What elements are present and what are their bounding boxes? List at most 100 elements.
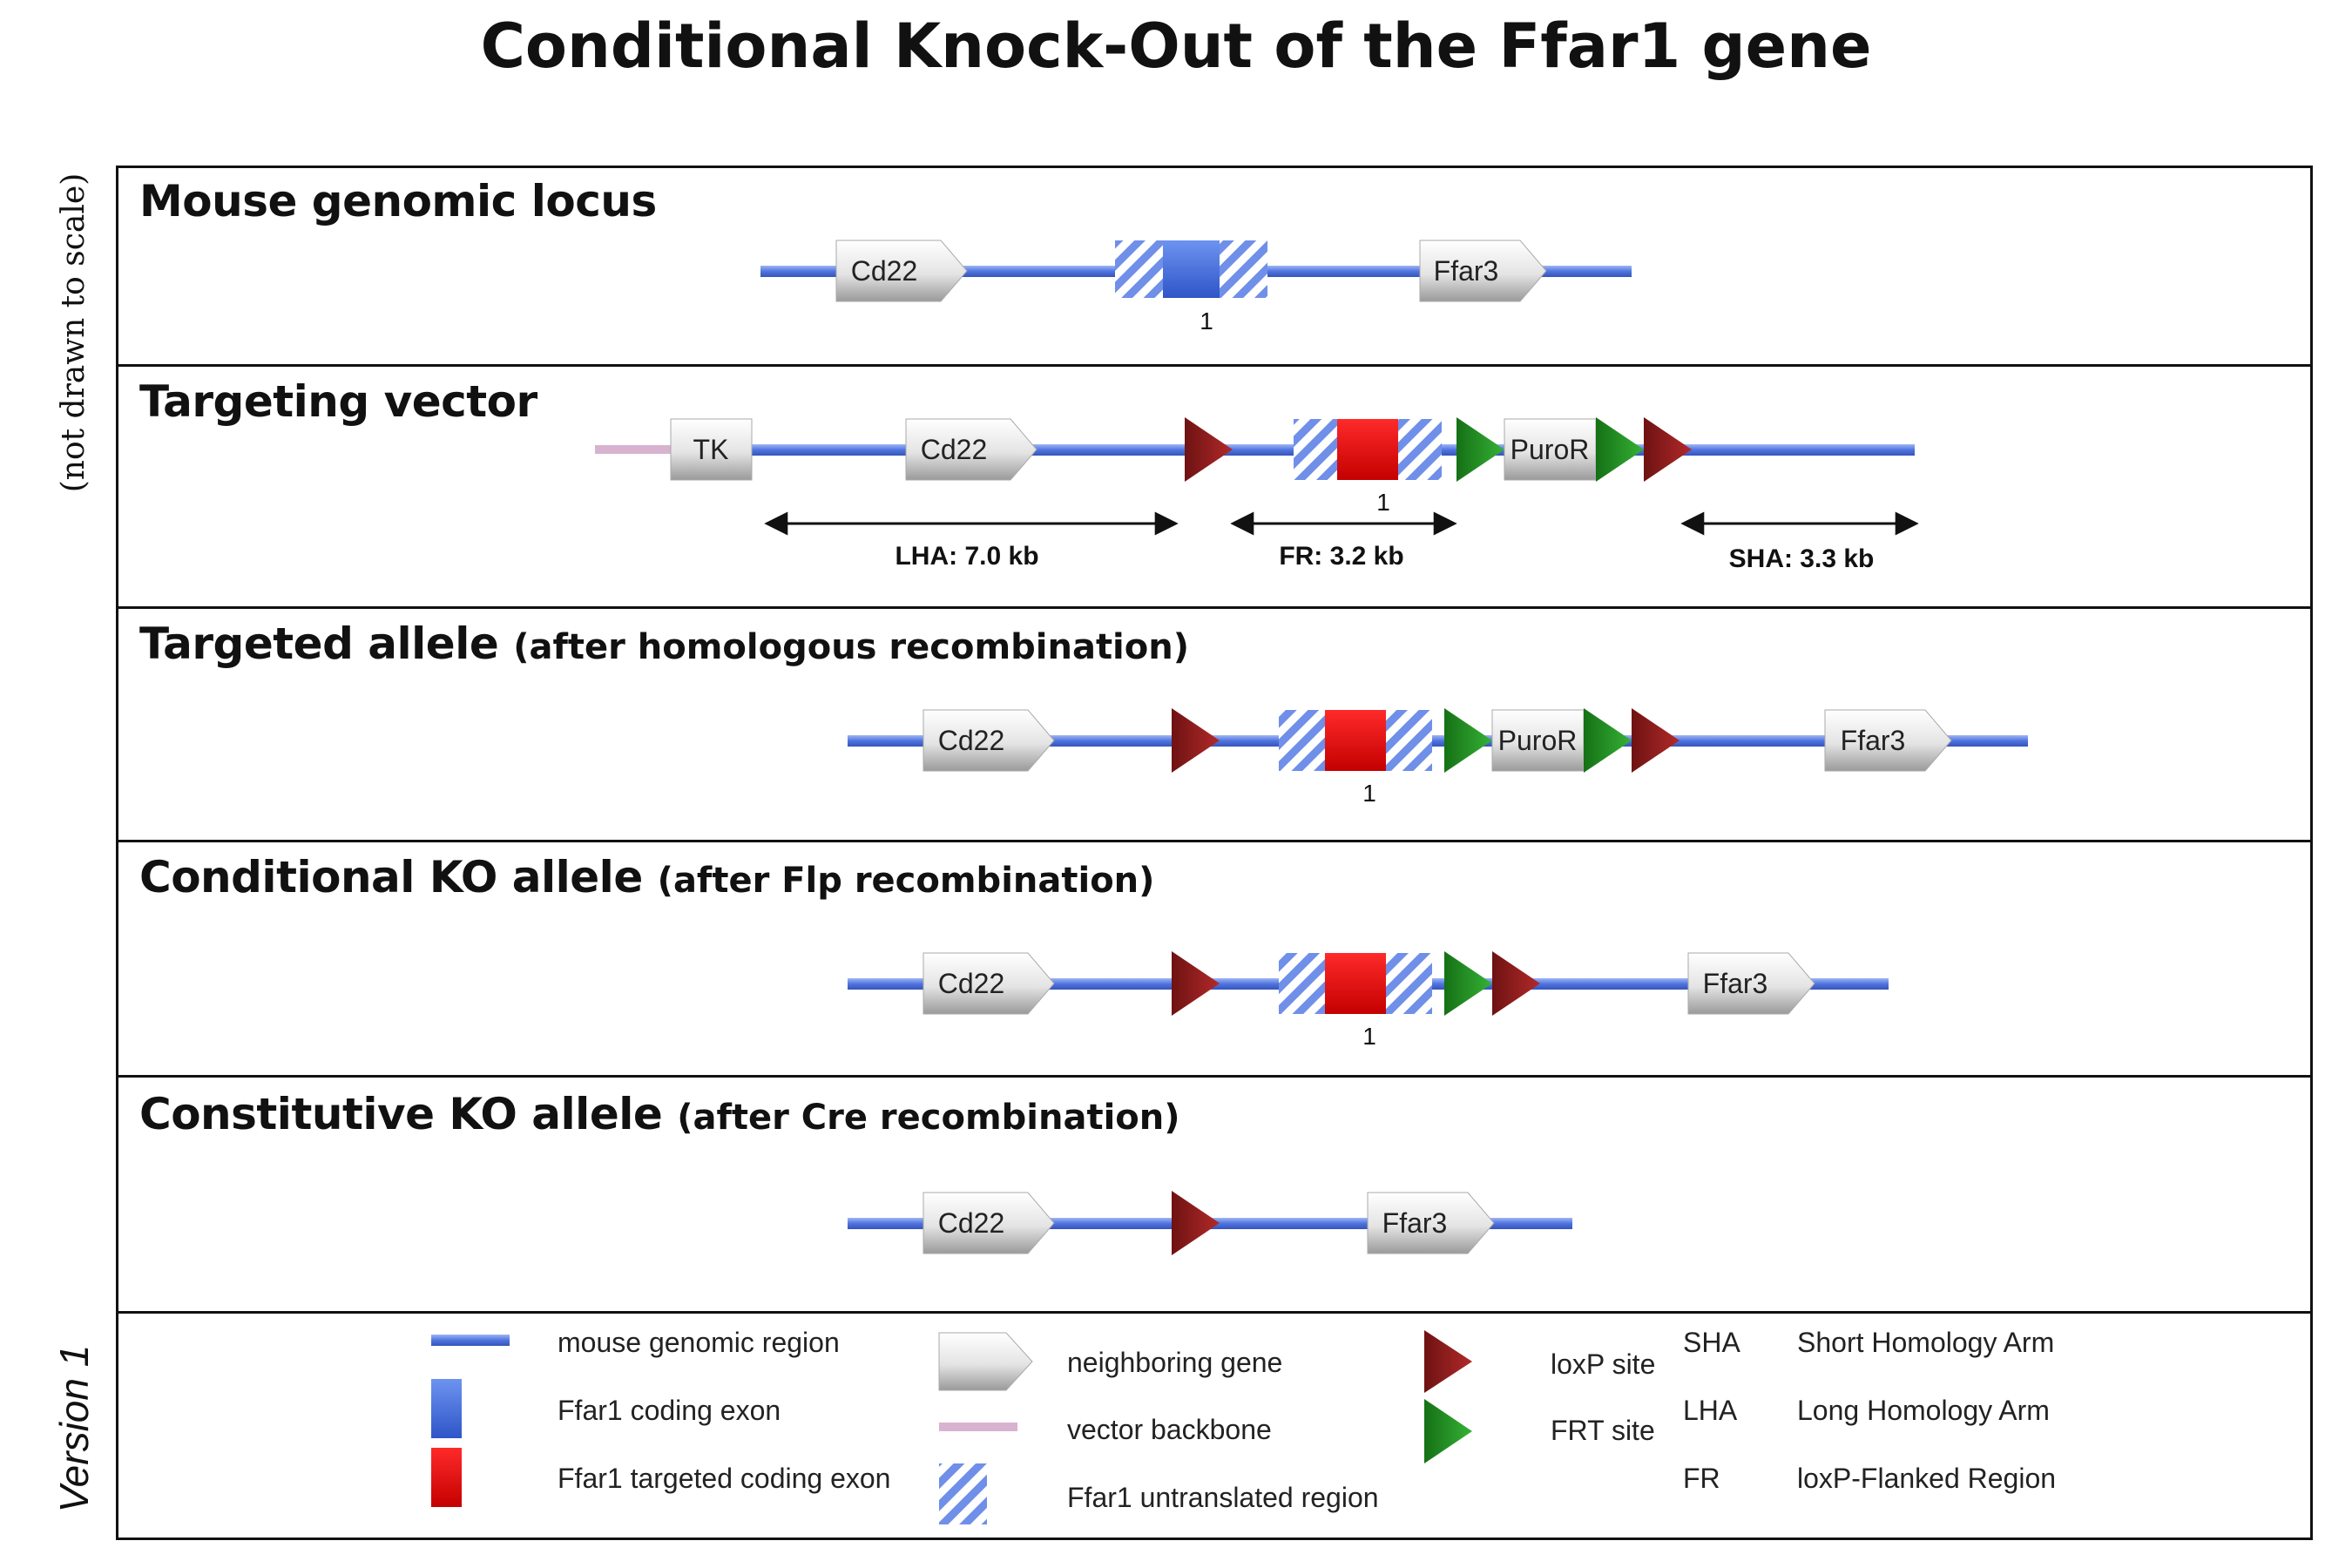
legend-abbr: FR xyxy=(1683,1463,1720,1494)
panel-divider xyxy=(116,1311,2313,1314)
genomic-line xyxy=(848,735,2028,747)
legend-frt-swatch xyxy=(1424,1399,1472,1463)
utr-region xyxy=(1398,419,1442,480)
panel-title-text: Conditional KO allele xyxy=(139,852,643,902)
legend-genomic-label: mouse genomic region xyxy=(558,1327,840,1358)
targeted-allele-construct: Cd22 1 PuroR Ffar3 xyxy=(848,708,2028,807)
loxp-site xyxy=(1492,951,1540,1016)
loxp-site xyxy=(1172,1191,1220,1255)
sha-label: SHA: 3.3 kb xyxy=(1729,544,1875,573)
gene-cd22: Cd22 xyxy=(923,709,1055,772)
utr-region xyxy=(1386,953,1432,1014)
frt-site xyxy=(1444,951,1492,1016)
exon-number: 1 xyxy=(1200,308,1213,335)
loxp-site xyxy=(1185,417,1233,482)
panel-divider xyxy=(116,606,2313,609)
gene-label: Ffar3 xyxy=(1434,255,1499,287)
gene-label: PuroR xyxy=(1511,434,1590,465)
panel-title-text: Constitutive KO allele xyxy=(139,1089,663,1139)
panel-divider xyxy=(116,364,2313,367)
utr-region xyxy=(1386,710,1432,771)
legend-utr-swatch xyxy=(939,1463,987,1524)
gene-label: Cd22 xyxy=(938,968,1005,999)
frt-site xyxy=(1456,417,1504,482)
gene-label: Cd22 xyxy=(921,434,988,465)
utr-region xyxy=(1220,240,1267,298)
loxp-site xyxy=(1632,708,1680,773)
gene-cd22: Cd22 xyxy=(923,1192,1055,1254)
legend-abbr: LHA xyxy=(1683,1395,1738,1426)
legend-loxp-label: loxP site xyxy=(1551,1348,1655,1380)
constitutive-ko-construct: Cd22 Ffar3 xyxy=(848,1191,1572,1255)
gene-label: Ffar3 xyxy=(1703,968,1768,999)
panel-title-targeting-vector: Targeting vector xyxy=(139,376,537,427)
panel-title-genomic-locus: Mouse genomic locus xyxy=(139,176,657,226)
legend-abbr: SHA xyxy=(1683,1327,1740,1358)
loxp-site xyxy=(1172,708,1220,773)
legend-utr-label: Ffar1 untranslated region xyxy=(1067,1482,1379,1513)
tk-cassette: TK xyxy=(670,418,753,481)
panel-title-text: Targeting vector xyxy=(139,376,537,427)
panel-title-text: Mouse genomic locus xyxy=(139,176,657,226)
gene-cd22: Cd22 xyxy=(923,952,1055,1015)
panel-subtitle: (after Cre recombination) xyxy=(677,1098,1180,1138)
panel-title-constitutive-ko: Constitutive KO allele (after Cre recomb… xyxy=(139,1089,1180,1139)
legend: mouse genomic region Ffar1 coding exon F… xyxy=(431,1327,2056,1524)
gene-ffar3: Ffar3 xyxy=(1687,952,1815,1015)
frt-site xyxy=(1596,417,1644,482)
gene-label: TK xyxy=(693,434,729,465)
coding-exon xyxy=(1163,240,1220,298)
targeted-exon xyxy=(1325,710,1386,771)
gene-label: Cd22 xyxy=(851,255,918,287)
panel-divider xyxy=(116,840,2313,842)
loxp-site xyxy=(1644,417,1692,482)
conditional-ko-construct: Cd22 1 Ffar3 xyxy=(848,951,1889,1050)
gene-label: Ffar3 xyxy=(1841,725,1906,756)
panel-subtitle: (after homologous recombination) xyxy=(513,627,1190,667)
legend-abbr-full: Short Homology Arm xyxy=(1797,1327,2054,1358)
vector-backbone xyxy=(595,445,673,454)
exon-number: 1 xyxy=(1362,780,1376,807)
ffar1-exon xyxy=(1294,419,1442,480)
utr-region xyxy=(1115,240,1163,298)
legend-abbr-full: loxP-Flanked Region xyxy=(1797,1463,2056,1494)
legend-frt-label: FRT site xyxy=(1551,1415,1655,1446)
fr-label: FR: 3.2 kb xyxy=(1279,542,1403,571)
lha-label: LHA: 7.0 kb xyxy=(895,542,1038,571)
panel-title-conditional-ko: Conditional KO allele (after Flp recombi… xyxy=(139,852,1154,902)
genomic-locus-construct: Cd22 1 Ffar3 xyxy=(760,240,1632,335)
puror-cassette: PuroR xyxy=(1504,418,1597,481)
legend-abbr-full: Long Homology Arm xyxy=(1797,1395,2050,1426)
gene-cd22: Cd22 xyxy=(905,418,1037,481)
diagram-frame xyxy=(116,166,2313,1540)
legend-backbone-label: vector backbone xyxy=(1067,1414,1272,1445)
gene-ffar3: Ffar3 xyxy=(1419,240,1547,302)
ffar1-exon xyxy=(1279,953,1432,1014)
utr-region xyxy=(1294,419,1337,480)
legend-loxp-swatch xyxy=(1424,1330,1472,1393)
gene-ffar3: Ffar3 xyxy=(1367,1192,1495,1254)
ffar1-exon xyxy=(1279,710,1432,771)
utr-region xyxy=(1279,710,1325,771)
panel-title-text: Targeted allele xyxy=(139,618,499,669)
figure-title: Conditional Knock-Out of the Ffar1 gene xyxy=(480,10,1872,82)
targeting-vector-construct: TK Cd22 1 PuroR LHA: 7.0 kb FR: 3.2 kb S… xyxy=(595,417,1919,573)
legend-coding-swatch xyxy=(431,1379,462,1438)
legend-targeted-label: Ffar1 targeted coding exon xyxy=(558,1463,890,1494)
gene-cd22: Cd22 xyxy=(835,240,968,302)
panel-title-targeted-allele: Targeted allele (after homologous recomb… xyxy=(139,618,1189,669)
legend-neighbor-swatch xyxy=(938,1332,1033,1391)
exon-number: 1 xyxy=(1376,489,1390,516)
exon-number: 1 xyxy=(1362,1023,1376,1050)
legend-coding-label: Ffar1 coding exon xyxy=(558,1395,781,1426)
legend-neighbor-label: neighboring gene xyxy=(1067,1347,1282,1378)
targeted-exon xyxy=(1337,419,1398,480)
gene-ffar3: Ffar3 xyxy=(1824,709,1952,772)
loxp-site xyxy=(1172,951,1220,1016)
legend-targeted-swatch xyxy=(431,1448,462,1507)
panel-subtitle: (after Flp recombination) xyxy=(657,861,1155,901)
ffar1-exon xyxy=(1115,240,1267,298)
gene-label: PuroR xyxy=(1498,725,1578,756)
frt-site xyxy=(1584,708,1632,773)
